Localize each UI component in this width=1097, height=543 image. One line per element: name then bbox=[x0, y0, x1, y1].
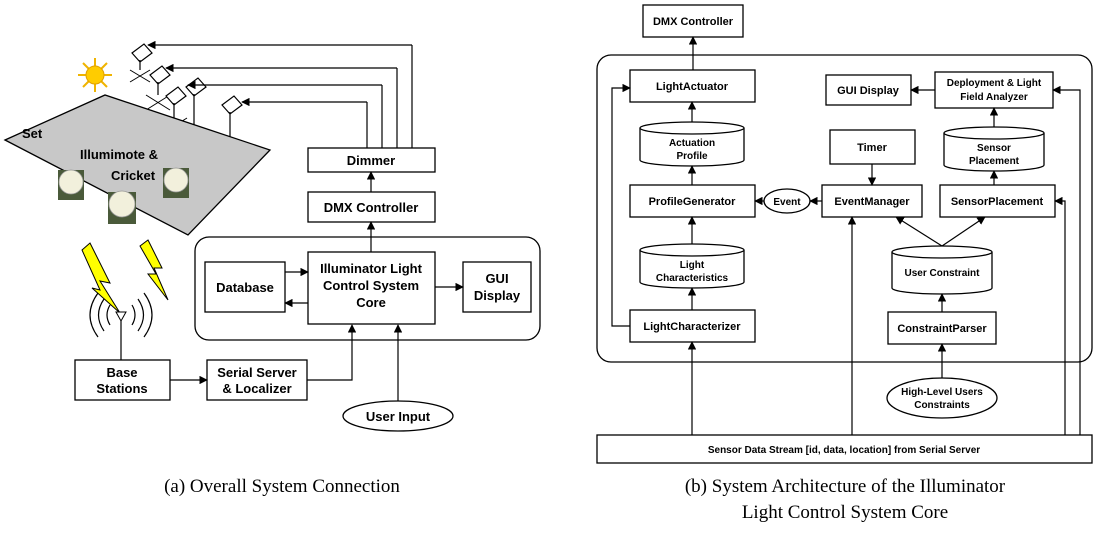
base-stations-box bbox=[74, 359, 171, 401]
dmx-controller-label: DMX Controller bbox=[324, 200, 419, 215]
database-box bbox=[204, 261, 286, 313]
dimmer-label: Dimmer bbox=[347, 153, 395, 168]
core-container-b bbox=[596, 54, 1093, 363]
high-level-constraints-label-2: Constraints bbox=[914, 400, 970, 411]
gui-display-box-b bbox=[825, 74, 912, 106]
high-level-constraints-ellipse bbox=[886, 377, 998, 419]
illumimote-label: Illumimote & bbox=[80, 147, 158, 162]
constraint-parser-box bbox=[887, 311, 997, 345]
sensor-placement-label: SensorPlacement bbox=[951, 196, 1044, 208]
high-level-constraints-label: High-Level Users bbox=[901, 387, 983, 398]
cricket-label: Cricket bbox=[111, 168, 156, 183]
user-input-label: User Input bbox=[366, 409, 431, 424]
base-stations-label: Base bbox=[106, 365, 137, 380]
caption-b-line1: (b) System Architecture of the Illuminat… bbox=[685, 476, 1006, 497]
svg-text:Actuation: Actuation bbox=[669, 138, 715, 149]
core-label-2: Control System bbox=[323, 278, 419, 293]
sensor-motes bbox=[58, 167, 189, 224]
constraint-to-manager-arrow bbox=[895, 216, 943, 247]
light-characterizer-label: LightCharacterizer bbox=[643, 321, 741, 333]
antenna-icon bbox=[89, 292, 153, 360]
gui-display-label-2: Display bbox=[474, 288, 521, 303]
light-icon bbox=[145, 65, 171, 111]
event-manager-box bbox=[821, 184, 923, 218]
dmx-controller-label-b: DMX Controller bbox=[653, 16, 734, 28]
svg-text:Placement: Placement bbox=[969, 156, 1020, 167]
actuation-profile-store: Actuation Profile bbox=[639, 121, 745, 167]
sensor-data-stream-box bbox=[596, 434, 1093, 464]
timer-box bbox=[829, 129, 916, 165]
deployment-analyzer-label: Deployment & Light bbox=[947, 78, 1042, 89]
constraint-to-placement-arrow bbox=[941, 216, 986, 247]
base-stations-label-2: Stations bbox=[96, 381, 147, 396]
sensor-placement-box bbox=[939, 184, 1056, 218]
sun-icon bbox=[78, 58, 112, 92]
svg-text:Light: Light bbox=[680, 260, 705, 271]
sensor-placement-store: Sensor Placement bbox=[943, 126, 1045, 172]
event-label: Event bbox=[773, 197, 801, 208]
user-constraint-store: User Constraint bbox=[891, 245, 993, 295]
stream-to-analyzer-arrow bbox=[1052, 85, 1081, 435]
serial-server-box bbox=[206, 359, 308, 401]
core-label-3: Core bbox=[356, 295, 386, 310]
database-label: Database bbox=[216, 280, 274, 295]
gui-display-label-b: GUI Display bbox=[837, 85, 900, 97]
deployment-analyzer-label-2: Field Analyzer bbox=[960, 92, 1028, 103]
caption-b-line2: Light Control System Core bbox=[742, 502, 948, 523]
gui-display-box bbox=[462, 261, 532, 313]
light-characteristics-store: Light Characteristics bbox=[639, 243, 745, 289]
serial-server-label-2: & Localizer bbox=[222, 381, 291, 396]
sensor-data-stream-label: Sensor Data Stream [id, data, location] … bbox=[708, 445, 980, 456]
core-box bbox=[307, 251, 436, 325]
serial-to-core-arrow bbox=[307, 324, 357, 381]
profile-generator-label: ProfileGenerator bbox=[649, 196, 737, 208]
core-label-1: Illuminator Light bbox=[320, 261, 422, 276]
svg-text:Profile: Profile bbox=[676, 151, 708, 162]
svg-text:Characteristics: Characteristics bbox=[656, 273, 729, 284]
dimmer-wires bbox=[147, 40, 413, 148]
svg-text:Sensor: Sensor bbox=[977, 143, 1011, 154]
light-icon bbox=[129, 43, 153, 83]
stream-to-placement-arrow bbox=[1054, 196, 1066, 435]
dmx-controller-box-b bbox=[642, 4, 744, 38]
architecture-diagram: DMX Controller LightActuator Actuation P… bbox=[596, 4, 1093, 523]
timer-label: Timer bbox=[857, 142, 887, 154]
overall-system-diagram: Set Illumimote & Cricket bbox=[3, 40, 541, 497]
wireless-link-icon bbox=[81, 239, 169, 314]
serial-server-label: Serial Server bbox=[217, 365, 297, 380]
core-container bbox=[194, 236, 541, 341]
set-label: Set bbox=[22, 126, 43, 141]
event-manager-label: EventManager bbox=[834, 196, 910, 208]
gui-display-label: GUI bbox=[485, 271, 508, 286]
constraint-parser-label: ConstraintParser bbox=[897, 323, 987, 335]
characterizer-to-actuator-arrow bbox=[611, 83, 631, 327]
deployment-analyzer-box bbox=[934, 71, 1054, 109]
dimmer-box bbox=[307, 147, 436, 173]
caption-a: (a) Overall System Connection bbox=[164, 476, 400, 497]
light-actuator-label: LightActuator bbox=[656, 81, 729, 93]
svg-text:User Constraint: User Constraint bbox=[904, 268, 980, 279]
